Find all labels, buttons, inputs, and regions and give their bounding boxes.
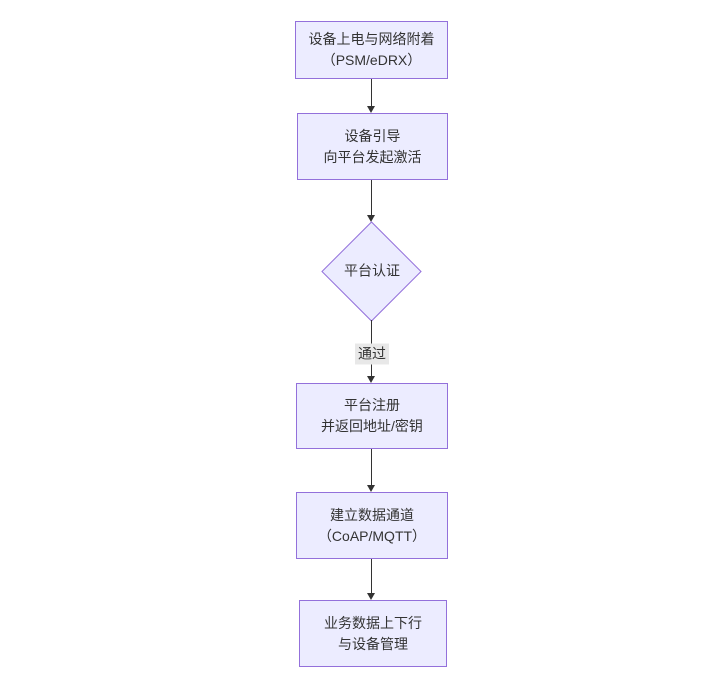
node-bootstrap: 设备引导 向平台发起激活 [297, 113, 448, 180]
arrowhead-icon [367, 376, 375, 383]
node-label-line: 与设备管理 [338, 635, 408, 652]
arrowhead-icon [367, 593, 375, 600]
node-label-line: 并返回地址/密钥 [321, 418, 423, 434]
edge-channel-business [371, 559, 372, 593]
arrowhead-icon [367, 485, 375, 492]
node-auth-label: 平台认证 [344, 262, 400, 279]
node-business: 业务数据上下行 与设备管理 [299, 600, 447, 667]
arrowhead-icon [367, 215, 375, 222]
node-attach: 设备上电与网络附着 （PSM/eDRX） [295, 21, 448, 79]
node-channel: 建立数据通道 （CoAP/MQTT） [296, 492, 448, 559]
edge-attach-bootstrap [371, 79, 372, 106]
edge-register-channel [371, 449, 372, 485]
node-label-line: 业务数据上下行 [324, 614, 422, 631]
edge-label-pass: 通过 [355, 343, 389, 365]
node-label-line: （CoAP/MQTT） [317, 527, 427, 544]
node-register: 平台注册 并返回地址/密钥 [296, 383, 448, 449]
node-label-line: 设备引导 [344, 127, 401, 144]
arrowhead-icon [367, 106, 375, 113]
node-label-line: 平台注册 [344, 397, 400, 413]
node-label-line: 向平台发起激活 [323, 148, 422, 165]
edge-bootstrap-auth [371, 180, 372, 215]
node-label-line: （PSM/eDRX） [321, 52, 422, 68]
node-label-line: 建立数据通道 [330, 506, 414, 523]
node-label-line: 设备上电与网络附着 [308, 31, 435, 47]
